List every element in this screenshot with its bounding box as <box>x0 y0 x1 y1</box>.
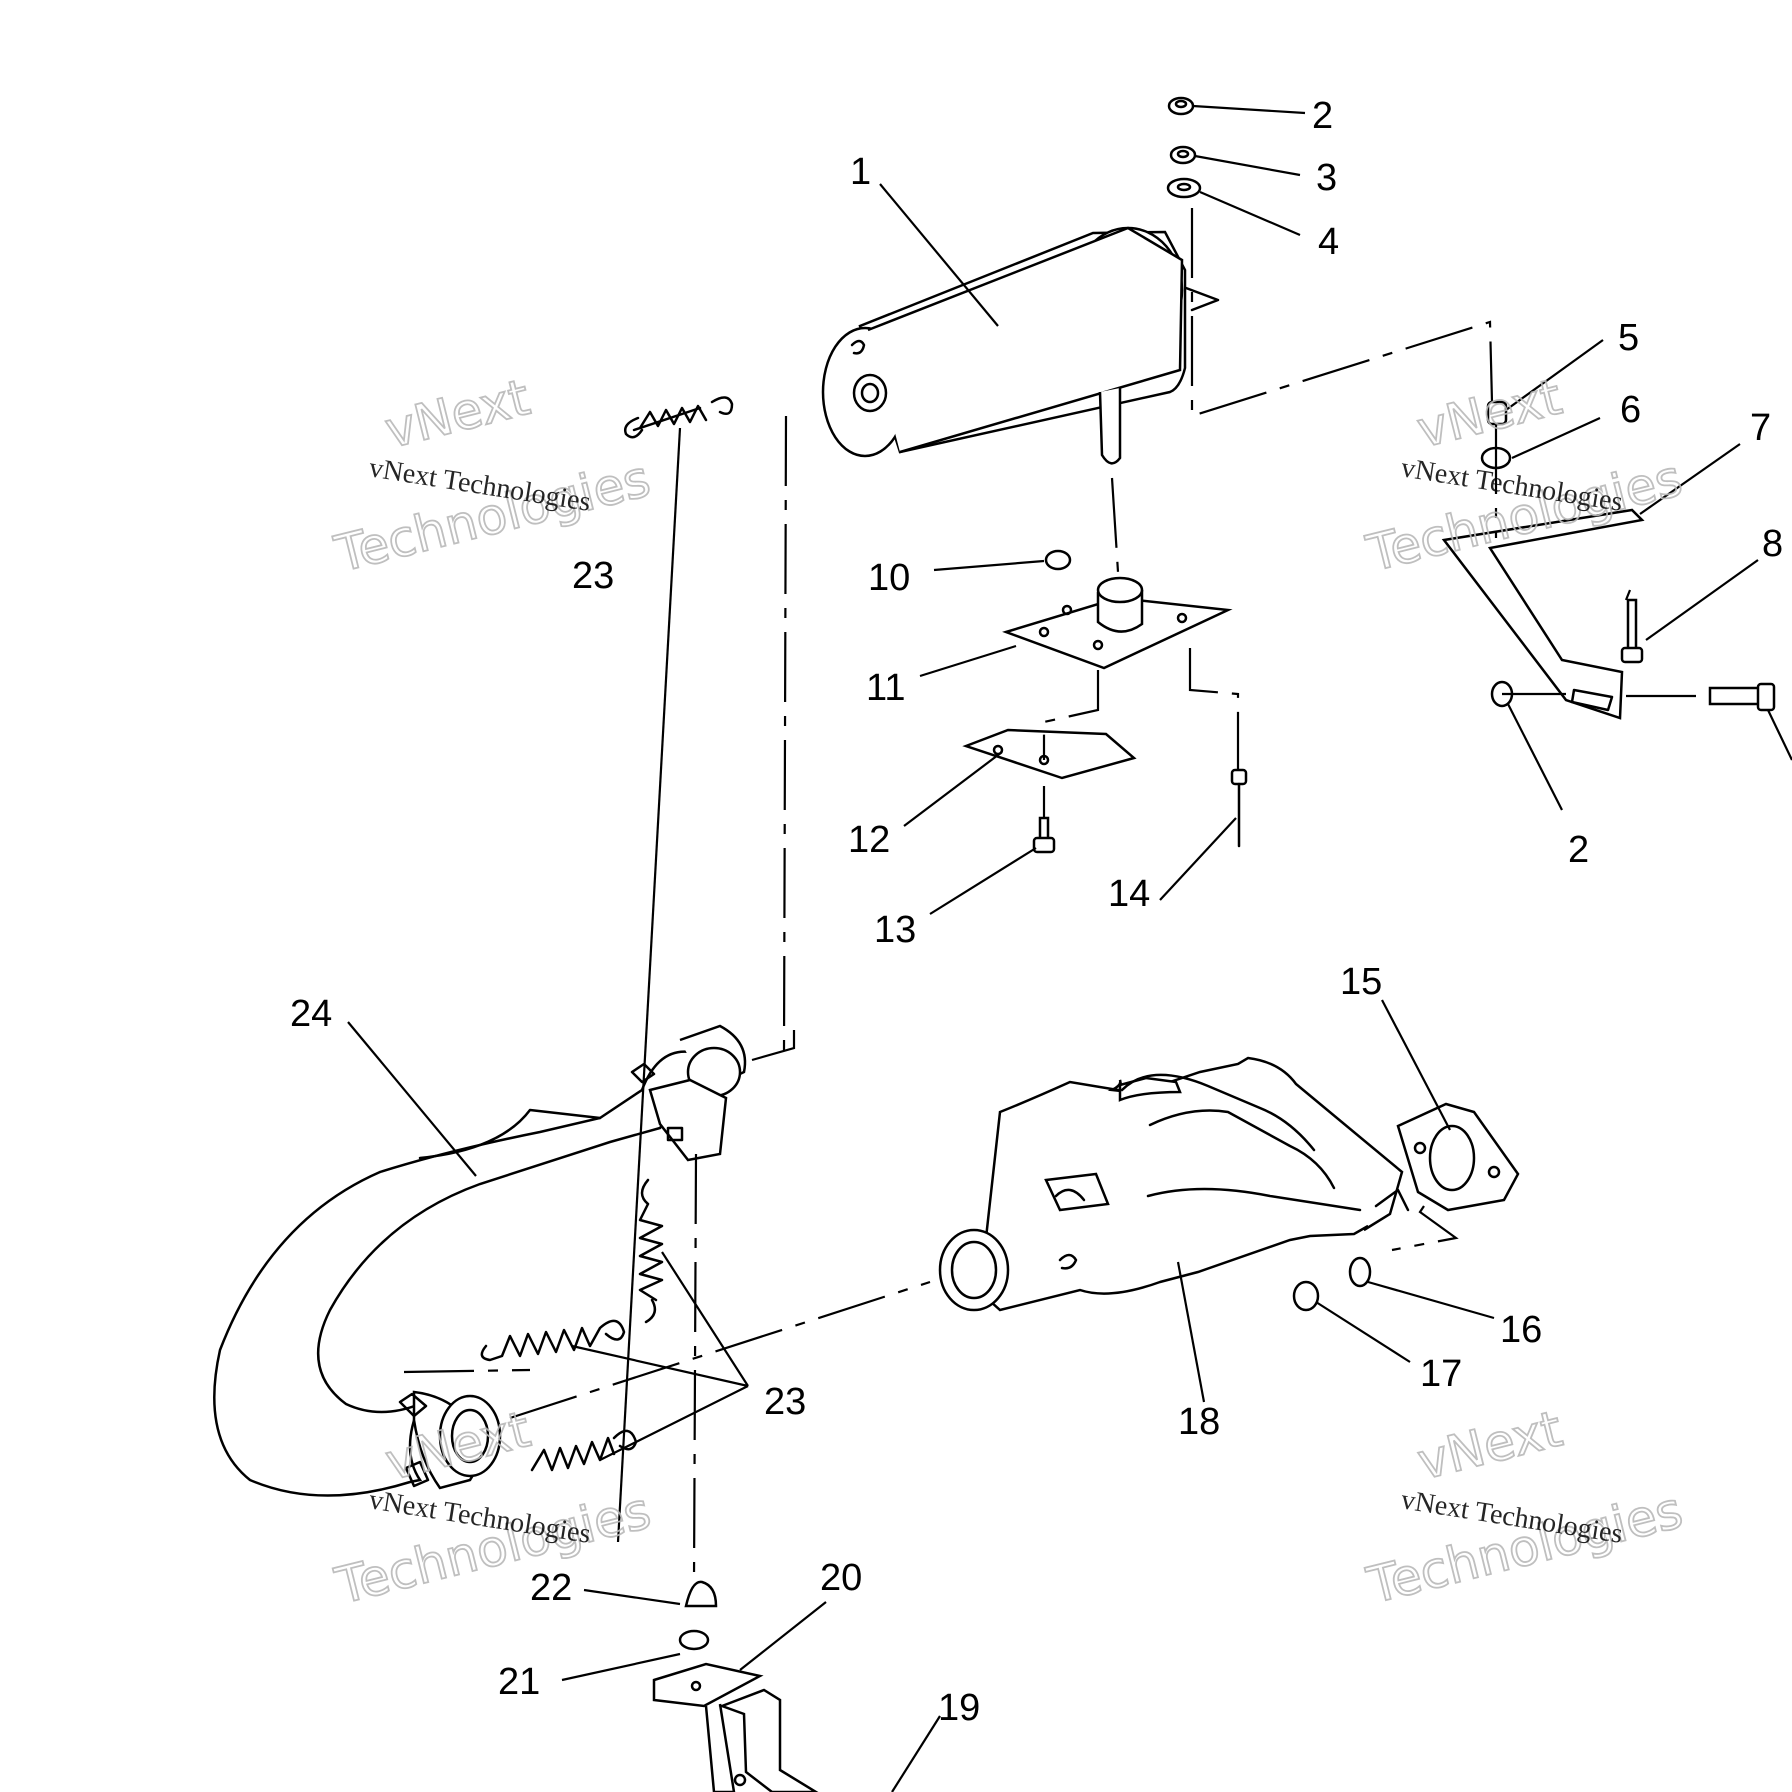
callout-21: 21 <box>498 1661 540 1703</box>
lock-washer-3 <box>1169 145 1197 165</box>
callout-13: 13 <box>874 909 916 951</box>
callout-15: 15 <box>1340 961 1382 1003</box>
watermark-top-left: vNext Technologies <box>328 367 656 584</box>
callouts: 1 2 3 4 5 6 7 8 2 10 11 12 13 14 15 16 1… <box>290 95 1783 1729</box>
bolt-13 <box>1032 816 1056 854</box>
exhaust-gasket-15 <box>1396 1102 1520 1212</box>
callout-24: 24 <box>290 993 332 1035</box>
callout-18: 18 <box>1178 1401 1220 1443</box>
callout-20: 20 <box>820 1557 862 1599</box>
spring-23-vertical <box>638 1178 664 1324</box>
callout-16: 16 <box>1500 1309 1542 1351</box>
bolt-9 <box>1708 682 1776 712</box>
flange-plate-11 <box>1002 576 1233 670</box>
callout-2-right: 2 <box>1568 829 1589 871</box>
watermark-brand: vNext <box>1411 368 1567 460</box>
callout-6: 6 <box>1620 389 1641 431</box>
bolt-8 <box>1620 598 1644 664</box>
callout-23-bottom: 23 <box>764 1381 806 1423</box>
washer-4 <box>1166 177 1202 199</box>
bracket-12 <box>962 728 1137 780</box>
callout-19: 19 <box>938 1687 980 1729</box>
watermark-top-right: vNext Technologies <box>1360 367 1688 584</box>
callout-11: 11 <box>866 667 905 709</box>
callout-17: 17 <box>1420 1353 1462 1395</box>
callout-10: 10 <box>868 557 910 599</box>
callout-22: 22 <box>530 1567 572 1609</box>
callout-14: 14 <box>1108 873 1150 915</box>
callout-4: 4 <box>1318 221 1339 263</box>
washer-21 <box>678 1629 710 1651</box>
mount-bracket-7 <box>1441 508 1645 720</box>
spring-23-top <box>624 396 734 439</box>
bottom-bracket-19 <box>652 1662 819 1792</box>
grommet-22 <box>684 1580 718 1608</box>
muffler <box>821 226 1220 465</box>
watermark-bottom-right: vNext Technologies <box>1361 1399 1689 1616</box>
watermark-brand: vNext <box>1412 1400 1568 1492</box>
stud-14 <box>1230 768 1248 848</box>
leader-lines <box>347 104 1792 1792</box>
callout-3: 3 <box>1316 157 1337 199</box>
nut-10 <box>1044 549 1072 571</box>
callout-1: 1 <box>850 151 871 193</box>
callout-23-top: 23 <box>572 555 614 597</box>
nut-17 <box>1292 1280 1320 1312</box>
callout-7: 7 <box>1750 407 1771 449</box>
nut-2-top <box>1167 96 1195 116</box>
callout-8: 8 <box>1762 523 1783 565</box>
callout-5: 5 <box>1618 317 1639 359</box>
washer-16 <box>1348 1256 1372 1288</box>
spring-23-mid <box>480 1319 626 1362</box>
head-pipe-24 <box>213 1024 747 1497</box>
watermark-brand: vNext <box>380 368 536 460</box>
callout-12: 12 <box>848 819 890 861</box>
manifold-18 <box>938 1056 1410 1312</box>
assembly-lines <box>403 208 1708 1581</box>
callout-2-top: 2 <box>1312 95 1333 137</box>
